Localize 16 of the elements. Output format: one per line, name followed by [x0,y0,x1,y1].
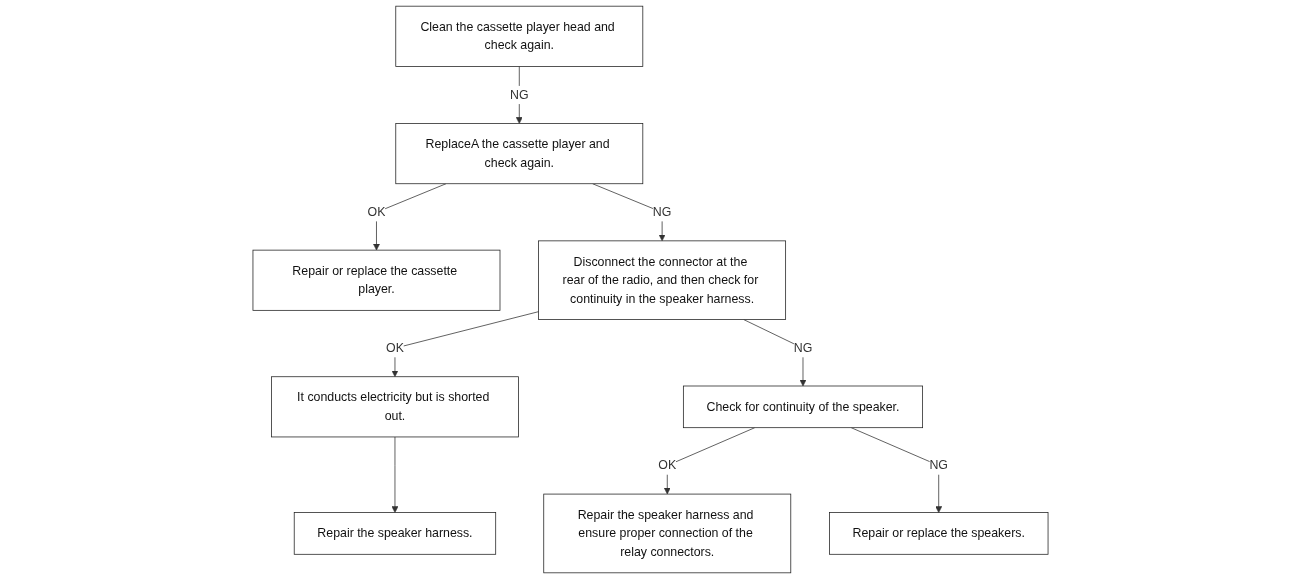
node-box: Repair the speaker harness. [293,512,497,555]
edge-label: NG [793,341,813,355]
edge-label: OK [367,205,386,219]
edge-label: OK [658,458,677,472]
node-box: Repair or replace the cassette player. [252,249,501,311]
node-box: ReplaceA the cassette player and check again. [395,123,644,185]
edge-label: OK [386,341,404,355]
node-box: Check for continuity of the speaker. [682,385,923,429]
node-box: Disconnect the connector at the rear of the radio, and then check for continuity in the speaker harness. [538,240,787,320]
node-box: It conducts electricity but is shorted out. [271,376,519,438]
edge-label: NG [510,88,529,102]
node-box: Repair or replace the speakers. [829,512,1049,555]
edge-label: NG [929,458,948,472]
node-box: Repair the speaker harness and ensure proper connection of the relay connectors. [543,493,792,574]
node-box: Clean the cassette player head and check again. [395,5,644,67]
edge-label: NG [652,205,672,219]
